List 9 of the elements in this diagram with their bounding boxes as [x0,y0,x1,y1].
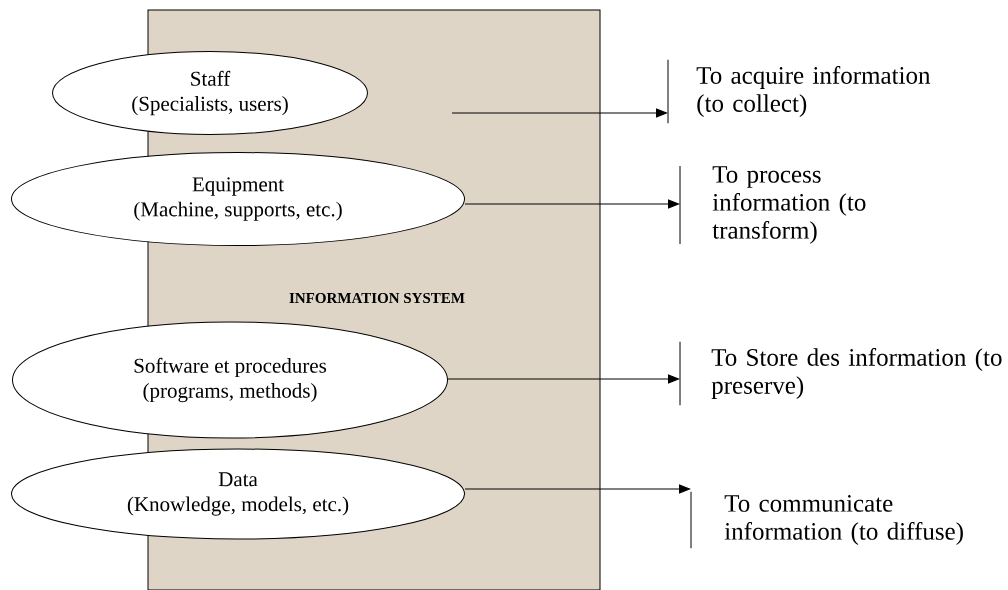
arrow [447,374,680,384]
arrow [464,484,691,494]
panel-title: INFORMATION SYSTEM [289,292,465,304]
arrow [464,199,680,209]
function-label: To process information (to transform) [679,165,866,245]
function-label: To acquire information (to collect) [667,59,931,124]
function-label: To Store des information (to preserve) [679,341,1002,406]
arrow [451,108,668,118]
function-label: To communicate information (to diffuse) [690,491,963,549]
